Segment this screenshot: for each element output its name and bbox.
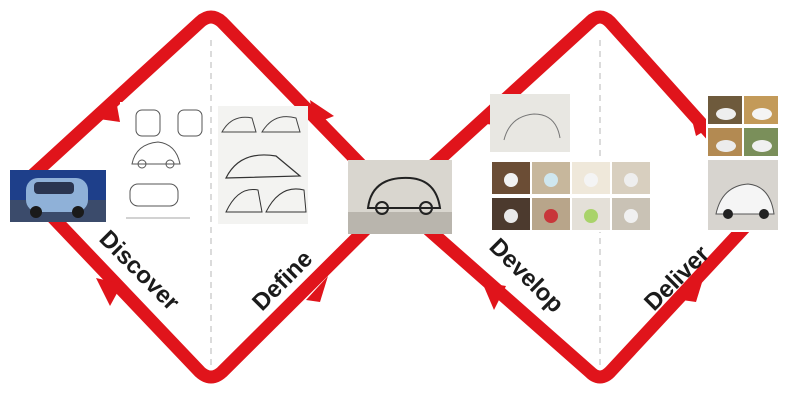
arrow-discover-down-icon — [96, 278, 122, 306]
label-develop: Develop — [484, 233, 569, 318]
pencil-sketches-sheet — [218, 106, 308, 224]
final-render-grid — [706, 94, 780, 232]
arrow-discover-up-icon — [92, 100, 120, 122]
arrow-define-down-icon — [310, 100, 334, 124]
early-sketch — [490, 94, 570, 152]
arrow-deliver-down-icon — [690, 112, 716, 136]
technical-drawing-car-views — [120, 102, 210, 228]
concept-sketch-photo — [348, 160, 452, 234]
arrow-deliver-up-icon — [682, 276, 704, 302]
arrow-define-up-icon — [306, 276, 328, 302]
prototype-model-grid — [490, 160, 652, 232]
photo-blue-smart-car — [10, 170, 106, 222]
arrow-develop-down-icon — [482, 282, 506, 310]
